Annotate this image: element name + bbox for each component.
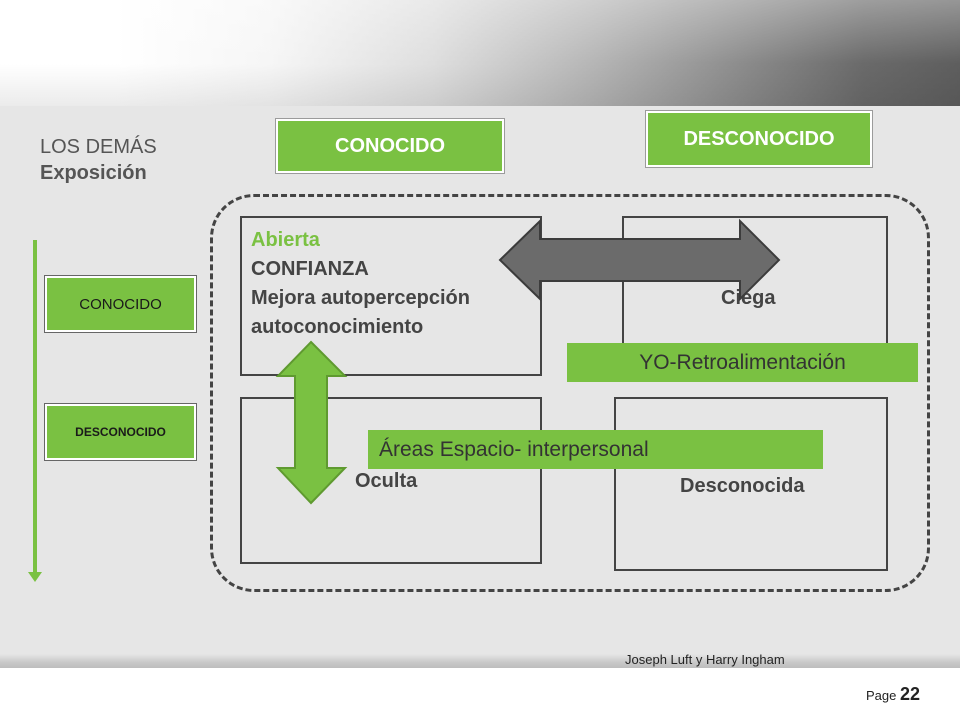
- quadrant-blind-title: Ciega: [721, 287, 776, 309]
- column-known: CONOCIDO: [278, 121, 502, 171]
- feedback-band: YO-Retroalimentación: [567, 343, 918, 382]
- column-known-label: CONOCIDO: [335, 134, 445, 157]
- content-area: [0, 106, 960, 666]
- quadrant-unknown-title: Desconocida: [680, 475, 805, 497]
- interpersonal-band: Áreas Espacio- interpersonal: [368, 430, 823, 469]
- quadrant-hidden-title: Oculta: [355, 470, 418, 492]
- header-gloss: [0, 0, 960, 106]
- quadrant-open-line4: autoconocimiento: [251, 316, 424, 338]
- interpersonal-space-outline: [210, 194, 930, 592]
- page-indicator: Page 22: [866, 684, 920, 705]
- feedback-band-label: YO-Retroalimentación: [639, 350, 846, 374]
- column-unknown: DESCONOCIDO: [648, 113, 870, 165]
- quadrant-open-text: Abierta CONFIANZA Mejora autopercepción …: [251, 226, 470, 342]
- row-known: CONOCIDO: [47, 278, 194, 330]
- page-label: Page: [865, 688, 897, 703]
- others-label: LOS DEMÁS Exposición: [40, 134, 157, 186]
- credit-text: Joseph Luft y Harry Ingham: [625, 652, 785, 667]
- others-label-line1: LOS DEMÁS: [40, 136, 157, 158]
- row-unknown-label: DESCONOCIDO: [75, 425, 166, 439]
- row-known-label: CONOCIDO: [79, 295, 162, 313]
- quadrant-open: [240, 216, 542, 376]
- quadrant-open-title: Abierta: [251, 229, 320, 251]
- others-label-line2: Exposición: [40, 162, 147, 184]
- quadrant-open-line2: CONFIANZA: [251, 258, 369, 280]
- quadrant-open-line3: Mejora autopercepción: [251, 287, 470, 309]
- interpersonal-band-label: Áreas Espacio- interpersonal: [379, 437, 649, 461]
- row-unknown: DESCONOCIDO: [47, 406, 194, 458]
- column-unknown-label: DESCONOCIDO: [683, 127, 835, 150]
- header-banner: [0, 0, 960, 106]
- bottom-band: [0, 654, 960, 668]
- quadrant-unknown: [614, 397, 888, 571]
- page-number: 22: [899, 684, 920, 704]
